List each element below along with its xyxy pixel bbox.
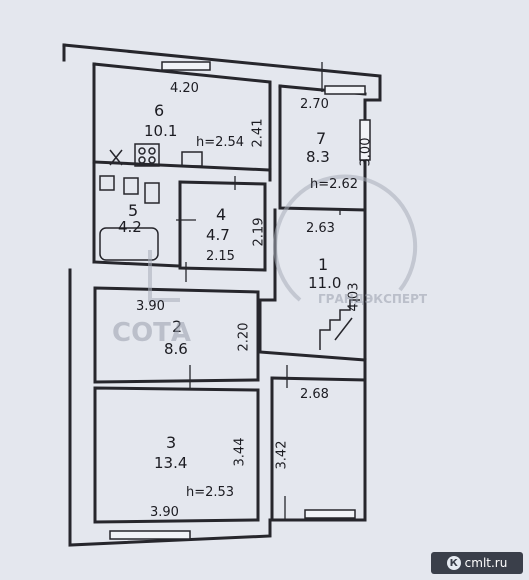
room-6-number: 6: [154, 101, 165, 120]
room-4-side: 2.19: [251, 217, 267, 247]
room-5-number: 5: [128, 201, 139, 220]
room-3-area: 13.4: [154, 454, 188, 472]
room-4-number: 4: [216, 205, 227, 224]
room-5-area: 4.2: [118, 218, 142, 236]
room-3-width: 3.90: [150, 505, 179, 520]
room-1-number: 1: [318, 255, 329, 274]
room-1-area: 11.0: [308, 274, 342, 292]
room-7-number: 7: [316, 129, 327, 148]
room-2-number: 2: [172, 317, 183, 336]
room-7-side: 3.00: [358, 137, 374, 167]
watermark-right: ГРАНДЭКСПЕРТ: [318, 292, 428, 306]
room-3-number: 3: [166, 433, 177, 452]
room-2-area: 8.6: [164, 340, 188, 358]
site-logo-icon: К: [446, 556, 461, 570]
room-4-width: 2.15: [206, 249, 235, 264]
room-3-side: 3.44: [232, 437, 248, 467]
room-4-area: 4.7: [206, 226, 230, 244]
room-8-side: 3.42: [274, 440, 290, 470]
room-6-area: 10.1: [144, 122, 178, 140]
room-2-width: 3.90: [136, 299, 165, 314]
room-1-width: 2.63: [306, 221, 335, 236]
room-7-area: 8.3: [306, 148, 330, 166]
room-8-width: 2.68: [300, 387, 329, 402]
watermark-left: СОТА: [112, 318, 192, 348]
room-2-side: 2.20: [236, 322, 252, 352]
site-tag[interactable]: К cmlt.ru: [431, 552, 523, 574]
room-3-height: h=2.53: [186, 485, 235, 500]
room-6-side: 2.41: [250, 118, 266, 148]
room-7-height: h=2.62: [310, 177, 359, 192]
room-6-height: h=2.54: [196, 135, 245, 150]
room-7-width: 2.70: [300, 97, 329, 112]
room-6-width: 4.20: [170, 81, 199, 96]
site-tag-label: cmlt.ru: [464, 556, 508, 570]
